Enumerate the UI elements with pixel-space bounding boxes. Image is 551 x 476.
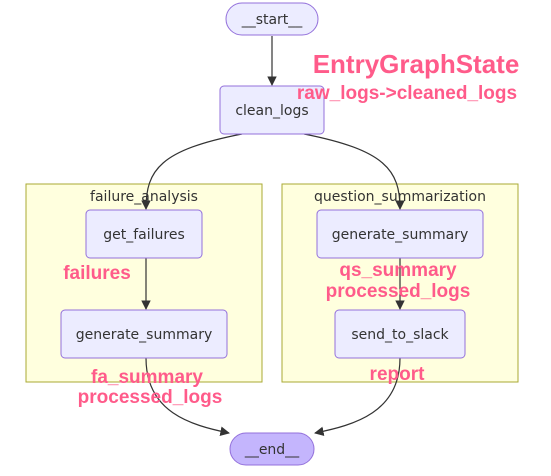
node-end[interactable]: __end__ [229,432,315,466]
cluster-question-summarization-label: question_summarization [314,189,486,205]
node-qs-generate-summary-label: generate_summary [332,227,469,243]
node-send-to-slack-label: send_to_slack [351,327,449,343]
annotation-fa-summary: fa_summary [91,367,203,388]
node-clean-logs[interactable]: clean_logs [219,85,325,135]
annotation-qs-processed-logs: processed_logs [326,281,471,302]
node-send-to-slack[interactable]: send_to_slack [334,309,466,359]
edge-send-to-slack-end [314,357,401,437]
edge-fa-generate-summary-end [145,357,230,436]
node-fa-generate-summary-label: generate_summary [76,327,213,343]
annotation-fa-processed-logs: processed_logs [78,387,223,408]
node-start-label: __start__ [241,12,304,28]
edges [141,36,405,437]
annotation-entry-state-title: EntryGraphState [313,49,520,79]
edge-clean-logs-get-failures [141,133,243,210]
node-get-failures[interactable]: get_failures [85,209,203,259]
node-end-label: __end__ [244,442,300,458]
edge-clean-logs-qs-generate-summary [303,133,405,210]
node-qs-generate-summary[interactable]: generate_summary [316,209,484,259]
annotation-entry-state-fields: raw_logs->cleaned_logs [297,83,517,104]
cluster-failure-analysis-label: failure_analysis [90,189,198,205]
annotation-qs-summary: qs_summary [339,260,457,281]
annotation-failures: failures [63,263,131,284]
node-clean-logs-label: clean_logs [235,103,308,119]
node-fa-generate-summary[interactable]: generate_summary [60,309,228,359]
node-get-failures-label: get_failures [103,227,185,243]
annotation-report: report [370,364,426,385]
node-start[interactable]: __start__ [225,2,319,36]
